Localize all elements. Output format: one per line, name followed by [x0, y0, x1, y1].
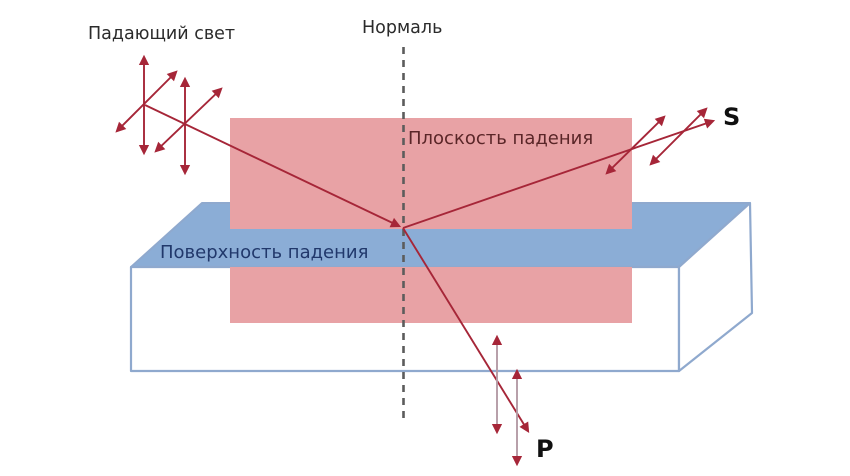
normal-label: Нормаль — [362, 18, 442, 38]
plane-of-incidence-label: Плоскость падения — [408, 128, 593, 149]
incident-diagonal-polarization-arrow-1 — [115, 70, 178, 133]
surface-of-incidence-label: Поверхность падения — [160, 242, 368, 263]
plane-of-incidence-lower — [230, 267, 632, 323]
p-polarization-label: P — [536, 435, 554, 463]
incident-light-label: Падающий свет — [88, 24, 235, 44]
refracted-ray — [402, 227, 530, 433]
plane-of-incidence-upper — [230, 118, 632, 229]
incident-diagonal-polarization-arrow-2 — [154, 87, 223, 153]
s-polarization-arrow-2 — [649, 107, 708, 166]
slab-right-face — [677, 201, 754, 373]
s-polarization-label: S — [723, 103, 740, 131]
